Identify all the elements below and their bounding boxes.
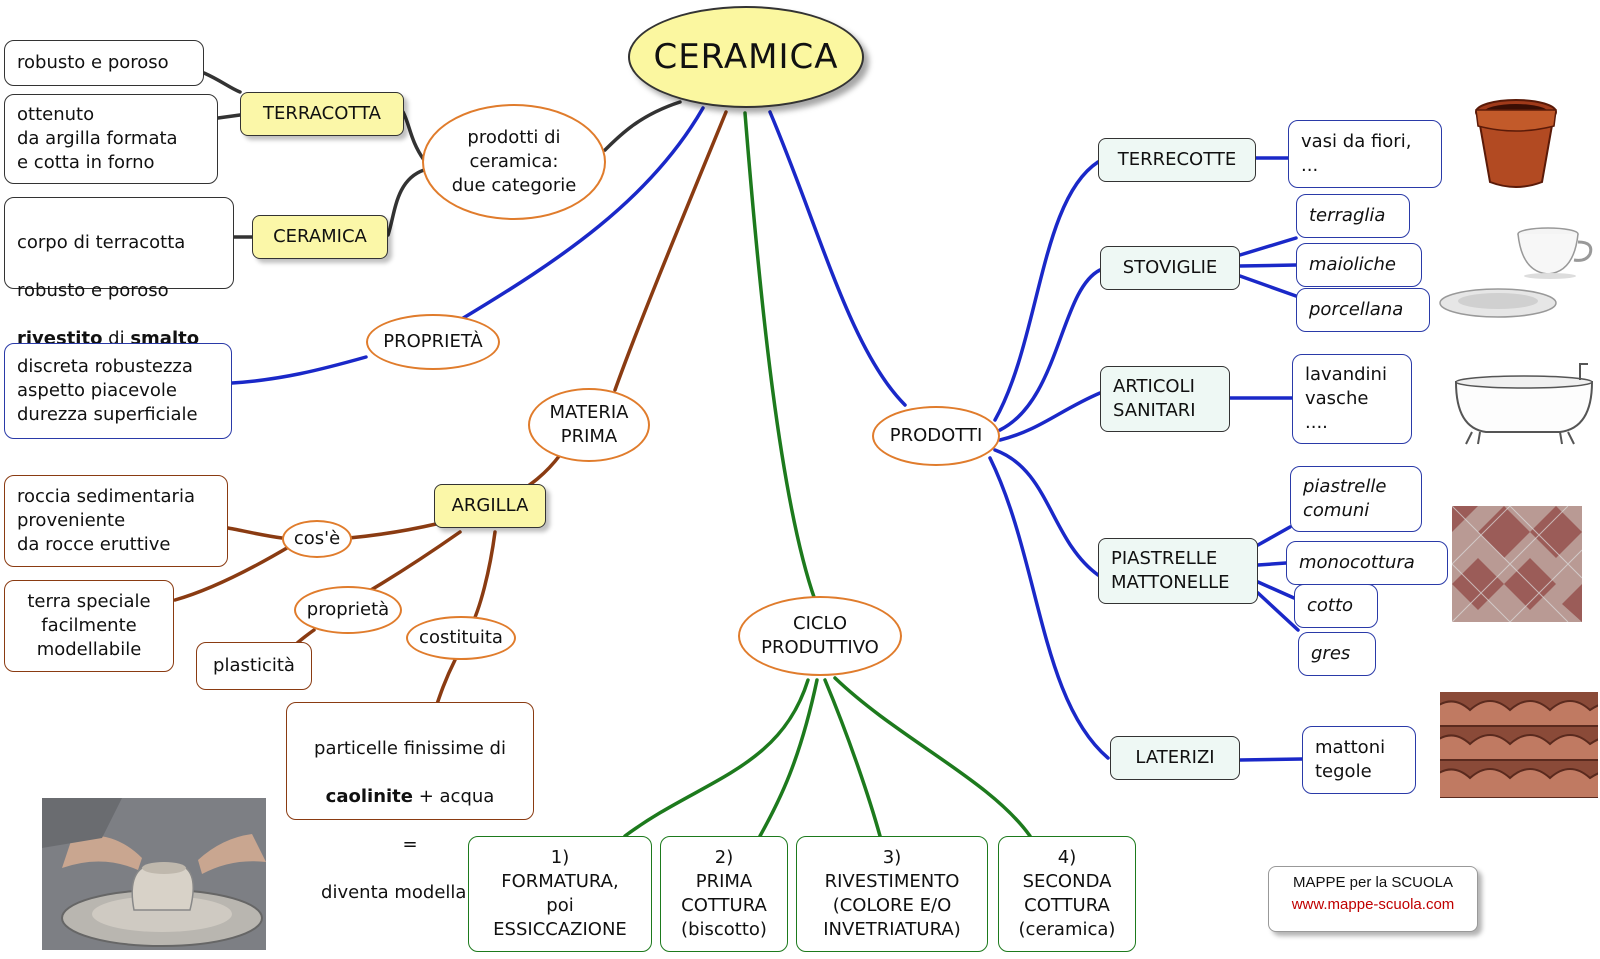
costituita-line-1: particelle finissime di [314, 738, 506, 759]
stoviglie-item-porcellana: porcellana [1296, 288, 1430, 332]
credit-line-1: MAPPE per la SCUOLA [1292, 874, 1454, 891]
terracotta-node: TERRACOTTA [240, 92, 404, 136]
costituita-node: costituita [406, 616, 516, 660]
sanitari-node: ARTICOLI SANITARI [1100, 366, 1230, 432]
costituita-line-3: = [402, 834, 418, 855]
step-1: 1) FORMATURA, poi ESSICCAZIONE [468, 836, 652, 952]
potter-wheel-icon [42, 798, 266, 950]
ceramica-node: CERAMICA [252, 215, 388, 259]
ceramica-descr-line-1: corpo di terracotta [17, 232, 186, 253]
piastrelle-item-comuni: piastrelle comuni [1290, 466, 1422, 532]
materia-prima-node: MATERIA PRIMA [528, 388, 650, 462]
terracotta-descr-2: ottenuto da argilla formata e cotta in f… [4, 94, 218, 184]
step-2: 2) PRIMA COTTURA (biscotto) [660, 836, 788, 952]
credit-line-2: www.mappe-scuola.com [1291, 896, 1455, 913]
terrecotte-example: vasi da fiori, ... [1288, 120, 1442, 188]
stoviglie-item-maioliche: maioliche [1296, 243, 1422, 287]
cose-descr-1: roccia sedimentaria proveniente da rocce… [4, 475, 228, 567]
terrecotte-node: TERRECOTTE [1098, 138, 1256, 182]
main-title: CERAMICA [628, 6, 864, 108]
bold-caolinite: caolinite [325, 786, 413, 807]
sanitari-example: lavandini vasche .... [1292, 354, 1412, 444]
flower-pot-icon [1475, 99, 1557, 188]
cose-descr-2: terra speciale facilmente modellabile [4, 580, 174, 672]
text-acqua: + acqua [413, 786, 495, 807]
teacup-icon [1517, 227, 1593, 279]
piastrelle-item-monocottura: monocottura [1286, 541, 1448, 585]
argilla-node: ARGILLA [434, 484, 546, 528]
stoviglie-item-terraglia: terraglia [1296, 194, 1410, 238]
proprieta-argilla-node: proprietà [294, 586, 402, 634]
piastrelle-item-cotto: cotto [1294, 584, 1378, 628]
piastrelle-item-gres: gres [1298, 632, 1376, 676]
bathtub-icon [1454, 363, 1594, 445]
costituita-line-2: caolinite + acqua [287, 785, 533, 809]
step-3: 3) RIVESTIMENTO (COLORE E/O INVETRIATURA… [796, 836, 988, 952]
proprieta-node: PROPRIETÀ [366, 314, 500, 370]
plate-icon [1439, 288, 1557, 318]
plasticita-node: plasticità [196, 642, 312, 690]
stoviglie-node: STOVIGLIE [1100, 246, 1240, 290]
costituita-descr: particelle finissime di caolinite + acqu… [286, 702, 534, 903]
ceramica-descr-line-2: robusto e poroso [17, 280, 169, 301]
credit-box: MAPPE per la SCUOLA www.mappe-scuola.com [1268, 866, 1478, 932]
cose-node: cos'è [282, 520, 352, 558]
prodotti-node: PRODOTTI [872, 406, 1000, 466]
tile-floor-icon [1452, 506, 1582, 622]
proprieta-descr: discreta robustezza aspetto piacevole du… [4, 343, 232, 439]
ceramica-descr: corpo di terracotta robusto e poroso riv… [4, 197, 234, 349]
roof-tiles-icon [1440, 692, 1598, 798]
ciclo-node: CICLO PRODUTTIVO [738, 596, 902, 676]
terracotta-descr-1: robusto e poroso [4, 40, 204, 86]
laterizi-example: mattoni tegole [1302, 726, 1416, 794]
piastrelle-node: PIASTRELLE MATTONELLE [1098, 538, 1258, 604]
categories-node: prodotti di ceramica: due categorie [422, 104, 606, 220]
step-4: 4) SECONDA COTTURA (ceramica) [998, 836, 1136, 952]
laterizi-node: LATERIZI [1110, 736, 1240, 780]
